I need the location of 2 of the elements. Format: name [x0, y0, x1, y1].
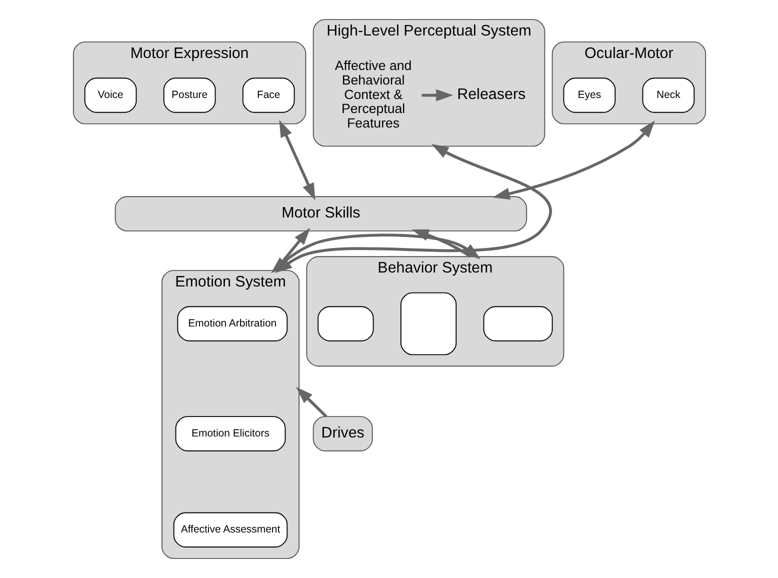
node-text: Releasers	[456, 86, 526, 103]
node-text: Affective and Behavioral Context & Perceptual Features	[334, 58, 412, 130]
